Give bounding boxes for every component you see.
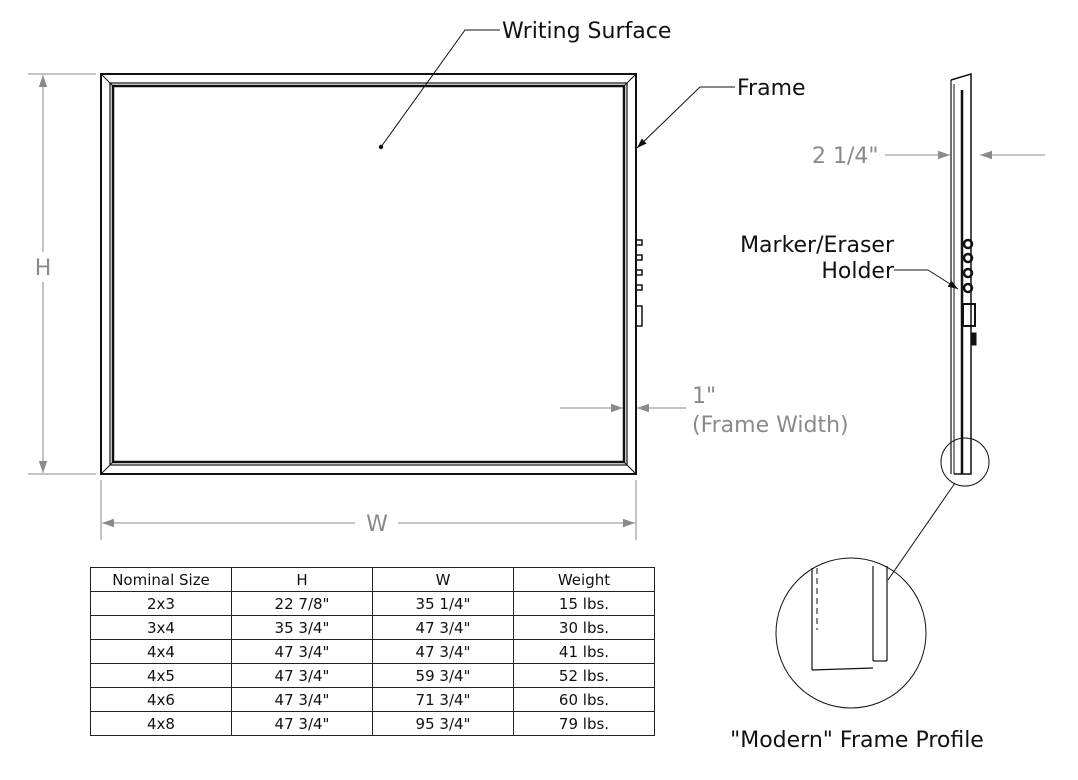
depth-label: 2 1/4" bbox=[812, 144, 879, 169]
profile-detail: "Modern" Frame Profile bbox=[730, 437, 990, 753]
table-cell: 47 3/4" bbox=[231, 663, 373, 688]
holder-label-line2: Holder bbox=[821, 259, 895, 284]
height-label: H bbox=[35, 256, 52, 281]
holder-label-line1: Marker/Eraser bbox=[740, 233, 895, 258]
table-cell: 47 3/4" bbox=[231, 639, 373, 664]
side-marker-holders bbox=[962, 238, 974, 294]
writing-surface bbox=[111, 84, 626, 464]
side-view bbox=[950, 72, 977, 475]
front-view bbox=[100, 73, 643, 475]
detail-marker-circle bbox=[940, 437, 990, 487]
table-cell: 4x8 bbox=[90, 711, 232, 736]
frame-callout: Frame bbox=[636, 76, 806, 149]
table-header-cell: W bbox=[372, 567, 514, 592]
table-header-cell: Weight bbox=[513, 567, 655, 592]
table-cell: 52 lbs. bbox=[513, 663, 655, 688]
detail-view-circle bbox=[775, 557, 927, 709]
writing-surface-label: Writing Surface bbox=[502, 19, 671, 44]
table-cell: 35 3/4" bbox=[231, 615, 373, 640]
table-cell: 95 3/4" bbox=[372, 711, 514, 736]
holder-callout: Marker/Eraser Holder bbox=[740, 233, 959, 290]
front-marker-pegs bbox=[635, 239, 643, 327]
table-cell: 4x6 bbox=[90, 687, 232, 712]
table-header-cell: Nominal Size bbox=[90, 567, 232, 592]
width-label: W bbox=[366, 512, 388, 537]
table-header-cell: H bbox=[231, 567, 373, 592]
writing-surface-callout: Writing Surface bbox=[378, 19, 671, 150]
frame-width-caption: (Frame Width) bbox=[692, 413, 849, 438]
table-cell: 15 lbs. bbox=[513, 591, 655, 616]
table-cell: 35 1/4" bbox=[372, 591, 514, 616]
table-cell: 60 lbs. bbox=[513, 687, 655, 712]
table-cell: 4x4 bbox=[90, 639, 232, 664]
outer-frame bbox=[100, 73, 637, 475]
table-cell: 3x4 bbox=[90, 615, 232, 640]
table-cell: 22 7/8" bbox=[231, 591, 373, 616]
table-cell: 47 3/4" bbox=[231, 711, 373, 736]
table-cell: 59 3/4" bbox=[372, 663, 514, 688]
inner-frame-edge bbox=[109, 82, 628, 466]
frame-width-dimension: 1" (Frame Width) bbox=[560, 384, 849, 438]
table-cell: 47 3/4" bbox=[372, 615, 514, 640]
height-dimension: H bbox=[28, 73, 96, 475]
frame-label: Frame bbox=[737, 76, 806, 101]
width-dimension: W bbox=[100, 480, 637, 540]
frame-width-value: 1" bbox=[692, 384, 716, 409]
table-cell: 79 lbs. bbox=[513, 711, 655, 736]
table-cell: 41 lbs. bbox=[513, 639, 655, 664]
table-cell: 71 3/4" bbox=[372, 687, 514, 712]
table-cell: 47 3/4" bbox=[372, 639, 514, 664]
table-cell: 30 lbs. bbox=[513, 615, 655, 640]
profile-caption: "Modern" Frame Profile bbox=[730, 728, 984, 753]
table-cell: 47 3/4" bbox=[231, 687, 373, 712]
depth-dimension: 2 1/4" bbox=[812, 144, 1045, 169]
table-cell: 2x3 bbox=[90, 591, 232, 616]
table-cell: 4x5 bbox=[90, 663, 232, 688]
